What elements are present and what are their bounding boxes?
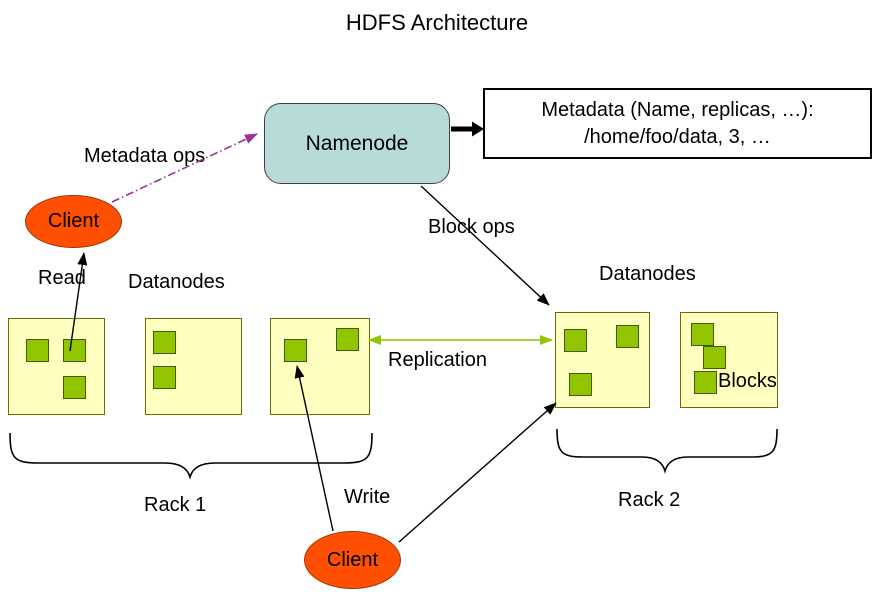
datanode-rack1-2 bbox=[145, 318, 242, 415]
namenode-node: Namenode bbox=[264, 103, 450, 184]
block-ops-label: Block ops bbox=[428, 216, 515, 238]
data-block bbox=[153, 331, 176, 354]
write-arrow-rack2 bbox=[398, 402, 557, 543]
datanodes-right-label: Datanodes bbox=[599, 263, 696, 285]
read-label: Read bbox=[38, 267, 86, 289]
rack2-brace bbox=[556, 428, 778, 474]
data-block bbox=[63, 376, 86, 399]
diagram-title: HDFS Architecture bbox=[345, 10, 529, 35]
data-block bbox=[336, 328, 359, 351]
data-block bbox=[63, 339, 86, 362]
rack1-label: Rack 1 bbox=[144, 494, 207, 516]
datanode-rack2-1 bbox=[555, 312, 650, 408]
replication-label: Replication bbox=[388, 349, 487, 371]
blocks-label: Blocks bbox=[718, 370, 777, 392]
client-left-node: Client bbox=[25, 195, 122, 248]
data-block bbox=[703, 346, 726, 369]
datanode-rack2-2 bbox=[680, 312, 778, 408]
data-block bbox=[26, 339, 49, 362]
data-block bbox=[153, 366, 176, 389]
metadata-ops-label: Metadata ops bbox=[84, 145, 206, 167]
data-block bbox=[694, 371, 717, 394]
metadata-note-line2: /home/foo/data, 3, … bbox=[584, 126, 771, 148]
data-block bbox=[569, 373, 592, 396]
metadata-note: Metadata (Name, replicas, …): /home/foo/… bbox=[483, 88, 872, 159]
data-block bbox=[564, 329, 587, 352]
write-label: Write bbox=[344, 486, 391, 508]
datanode-rack1-1 bbox=[8, 318, 105, 415]
rack1-brace bbox=[9, 432, 373, 480]
data-block bbox=[284, 339, 307, 362]
metadata-note-line1: Metadata (Name, replicas, …): bbox=[541, 99, 814, 121]
rack2-label: Rack 2 bbox=[618, 489, 681, 511]
datanode-rack1-3 bbox=[270, 318, 370, 415]
data-block bbox=[691, 323, 714, 346]
datanodes-left-label: Datanodes bbox=[128, 271, 225, 293]
block-ops-arrow bbox=[420, 185, 550, 306]
data-block bbox=[616, 325, 639, 348]
client-bottom-node: Client bbox=[304, 531, 401, 589]
